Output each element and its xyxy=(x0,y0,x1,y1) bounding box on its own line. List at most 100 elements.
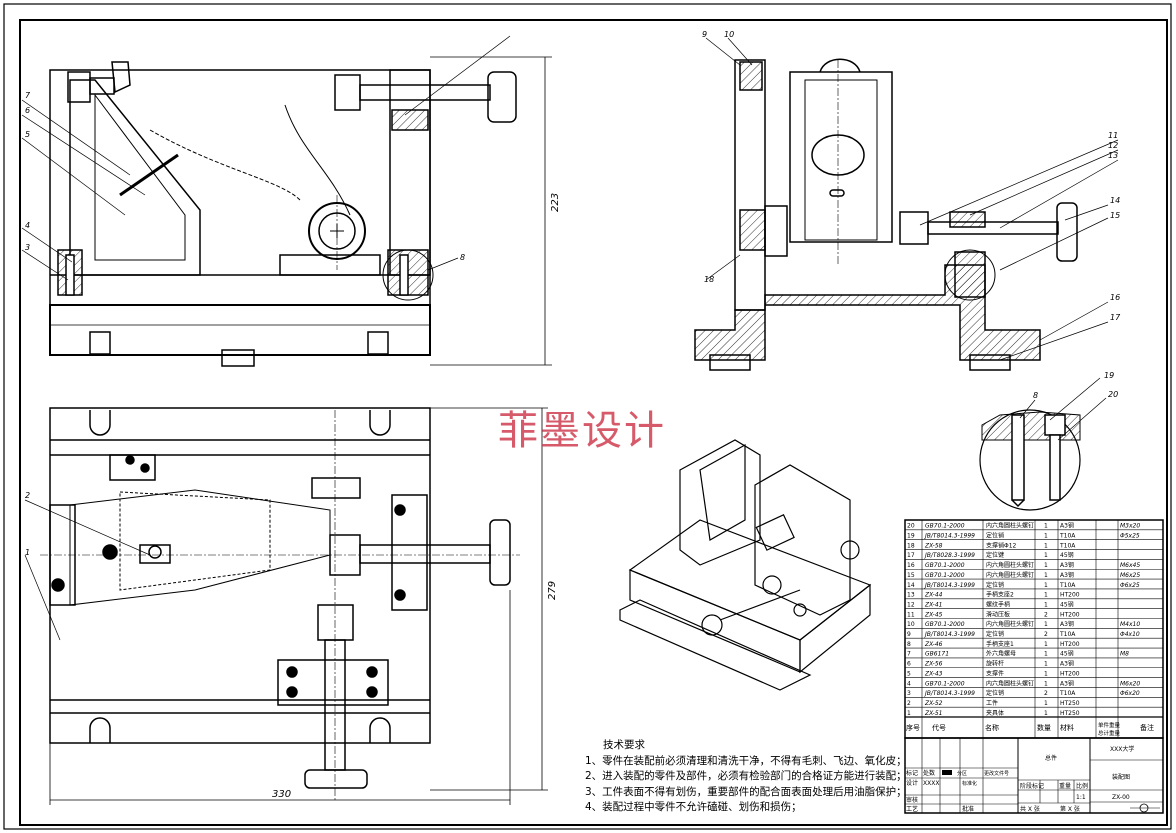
plan-leaders xyxy=(24,499,151,641)
bom-cell: ZX-43 xyxy=(924,670,943,677)
bom-cell: 1 xyxy=(1044,700,1048,707)
svg-text:总件: 总件 xyxy=(1045,754,1057,762)
svg-text:17: 17 xyxy=(1110,313,1121,322)
detail-view xyxy=(979,409,1081,511)
bom-cell: ZX-41 xyxy=(924,601,942,608)
bom-cell: ZX-44 xyxy=(924,592,943,599)
bom-cell: 19 xyxy=(907,533,915,540)
bom-cell: 定位键 xyxy=(986,551,1004,559)
bom-cell: 螺纹手柄 xyxy=(986,600,1010,608)
bom-cell: JB/T8028.3-1999 xyxy=(924,552,975,559)
svg-text:分区: 分区 xyxy=(957,770,967,777)
svg-text:3: 3 xyxy=(25,243,30,252)
bom-cell: 滑动压板 xyxy=(986,610,1010,618)
bom-cell: 手柄支座1 xyxy=(986,640,1014,648)
bom-cell: 1 xyxy=(1044,621,1048,628)
svg-text:2: 2 xyxy=(25,491,30,500)
bom-cell: T10A xyxy=(1059,533,1076,540)
svg-text:ZX-00: ZX-00 xyxy=(1112,794,1130,801)
dim-330-label: 330 xyxy=(272,789,291,800)
bom-cell: 4 xyxy=(907,680,911,687)
svg-text:代号: 代号 xyxy=(932,723,946,732)
technical-requirements: 技术要求 1、零件在装配前必须清理和清洗干净，不得有毛刺、飞边、氧化皮； 2、进… xyxy=(585,738,907,816)
bom-cell: A3钢 xyxy=(1060,620,1074,628)
bom-cell: 1 xyxy=(1044,552,1048,559)
bom-cell: GB70.1-2000 xyxy=(925,621,965,628)
svg-text:10: 10 xyxy=(724,30,734,39)
svg-text:8: 8 xyxy=(1033,391,1038,400)
svg-text:16: 16 xyxy=(1110,293,1120,302)
bom-cell: 1 xyxy=(1044,523,1048,530)
bom-cell: 13 xyxy=(907,592,915,599)
bom-cell: ZX-51 xyxy=(924,710,942,717)
bom-cell: 1 xyxy=(1044,592,1048,599)
bom-cell: ZX-58 xyxy=(924,542,943,549)
svg-text:XXX大学: XXX大学 xyxy=(1110,745,1134,753)
bom-cell: 1 xyxy=(1044,562,1048,569)
svg-text:工艺: 工艺 xyxy=(906,805,918,813)
bom-cell: 7 xyxy=(907,651,911,658)
svg-text:共 X 张: 共 X 张 xyxy=(1020,805,1040,813)
bom-cell: 20 xyxy=(907,523,915,530)
bom-cell: 内六角圆柱头螺钉 xyxy=(986,561,1034,569)
bom-cell: JB/T8014.3-1999 xyxy=(924,582,975,589)
svg-text:审核: 审核 xyxy=(906,796,918,804)
bom-cell: HT200 xyxy=(1060,611,1080,618)
bom-cell: JB/T8014.3-1999 xyxy=(924,533,975,540)
watermark-text: 菲墨设计 xyxy=(498,408,666,454)
svg-text:19: 19 xyxy=(1104,371,1114,380)
dim-223-label: 223 xyxy=(550,193,561,212)
svg-text:18: 18 xyxy=(704,275,714,284)
bom-cell: 12 xyxy=(907,601,915,608)
bom-cell: 支撑件 xyxy=(986,669,1004,677)
bom-cell: 2 xyxy=(907,700,911,707)
bom-cell: 1 xyxy=(1044,542,1048,549)
bom-cell: Φ5x25 xyxy=(1120,533,1140,540)
bom-cell: HT200 xyxy=(1060,641,1080,648)
svg-text:8: 8 xyxy=(460,253,465,262)
bom-cell: GB70.1-2000 xyxy=(925,562,965,569)
bom-cell: 内六角圆柱头螺钉 xyxy=(986,522,1034,530)
svg-text:数量: 数量 xyxy=(1037,723,1051,732)
bom-cell: 1 xyxy=(1044,661,1048,668)
bom-cell: 45钢 xyxy=(1060,551,1074,559)
bom-cell: M8 xyxy=(1120,651,1129,658)
bom-cell: A3钢 xyxy=(1060,660,1074,668)
bom-cell: A3钢 xyxy=(1060,571,1074,579)
svg-text:名称: 名称 xyxy=(985,723,999,732)
bom-cell: T10A xyxy=(1059,582,1076,589)
bom-cell: 2 xyxy=(1044,611,1048,618)
svg-text:9: 9 xyxy=(702,30,707,39)
note-line: 3、工件表面不得有划伤，重要部件的配合面表面处理后用油脂保护； xyxy=(585,785,907,798)
bom-cell: 定位销 xyxy=(986,630,1004,638)
svg-text:6: 6 xyxy=(25,106,30,115)
bom-cell: A3钢 xyxy=(1060,522,1074,530)
bom-cell: ZX-46 xyxy=(924,641,943,648)
bom-cell: 8 xyxy=(907,641,911,648)
dimension-279-330 xyxy=(49,407,548,805)
bom-table xyxy=(904,519,1164,739)
bom-cell: 支撑销Φ12 xyxy=(986,541,1017,549)
bom-cell: 夹具体 xyxy=(986,709,1004,717)
bom-cell: 5 xyxy=(907,670,911,677)
isometric-view xyxy=(619,439,872,691)
svg-text:XXXX: XXXX xyxy=(923,780,939,787)
plan-balloons: 2 1 xyxy=(25,491,30,557)
bom-cell: GB70.1-2000 xyxy=(925,572,965,579)
outer-border xyxy=(3,3,1172,830)
inner-border xyxy=(19,19,1168,826)
bom-cell: 手柄支座2 xyxy=(986,591,1014,599)
bom-cell: 45钢 xyxy=(1060,650,1074,658)
svg-text:更改文件号: 更改文件号 xyxy=(984,770,1009,777)
side-view xyxy=(694,58,1078,371)
svg-text:标准化: 标准化 xyxy=(962,780,977,787)
svg-text:批准: 批准 xyxy=(962,805,974,813)
bom-cell: 定位销 xyxy=(986,532,1004,540)
bom-cell: 15 xyxy=(907,572,915,579)
note-line: 1、零件在装配前必须清理和清洗干净，不得有毛刺、飞边、氧化皮； xyxy=(585,754,907,767)
bom-cell: JB/T8014.3-1999 xyxy=(924,631,975,638)
bom-cell: 18 xyxy=(907,542,915,549)
bom-cell: 1 xyxy=(1044,533,1048,540)
bom-cell: 1 xyxy=(1044,601,1048,608)
